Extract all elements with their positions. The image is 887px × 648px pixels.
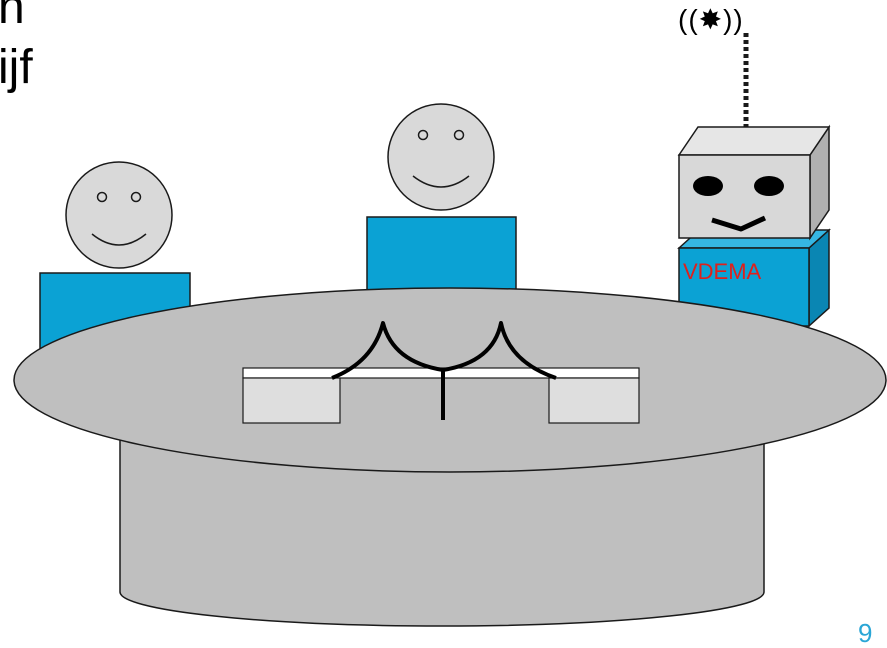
table-device xyxy=(242,321,640,424)
robot-eye-left xyxy=(693,176,723,196)
person-left-head xyxy=(65,161,173,269)
person-left-eye-left xyxy=(96,191,108,203)
person-left-smile xyxy=(91,233,147,246)
robot-signal-text: ((✸)) xyxy=(678,4,744,35)
table-top xyxy=(13,287,887,473)
device-block-right xyxy=(548,377,640,424)
device-microphone-arcs xyxy=(331,321,557,380)
person-middle-smile xyxy=(412,175,470,188)
robot xyxy=(677,33,831,328)
table xyxy=(13,287,887,627)
slide-title-line-1: n xyxy=(0,0,25,34)
robot-head-front xyxy=(678,154,811,239)
person-middle-eye-right xyxy=(453,129,465,141)
device-block-left xyxy=(242,377,341,424)
page-number: 9 xyxy=(858,618,873,648)
robot-eye-right xyxy=(754,176,784,196)
robot-head-top xyxy=(677,126,831,156)
person-middle xyxy=(366,103,517,308)
robot-mouth xyxy=(711,215,767,232)
person-left-eye-right xyxy=(130,191,142,203)
person-middle-eye-left xyxy=(417,129,429,141)
table-base xyxy=(119,439,765,627)
person-middle-head xyxy=(387,103,495,211)
slide-title-line-2: ijf xyxy=(0,41,33,94)
robot-label: VDEMA xyxy=(683,259,762,284)
